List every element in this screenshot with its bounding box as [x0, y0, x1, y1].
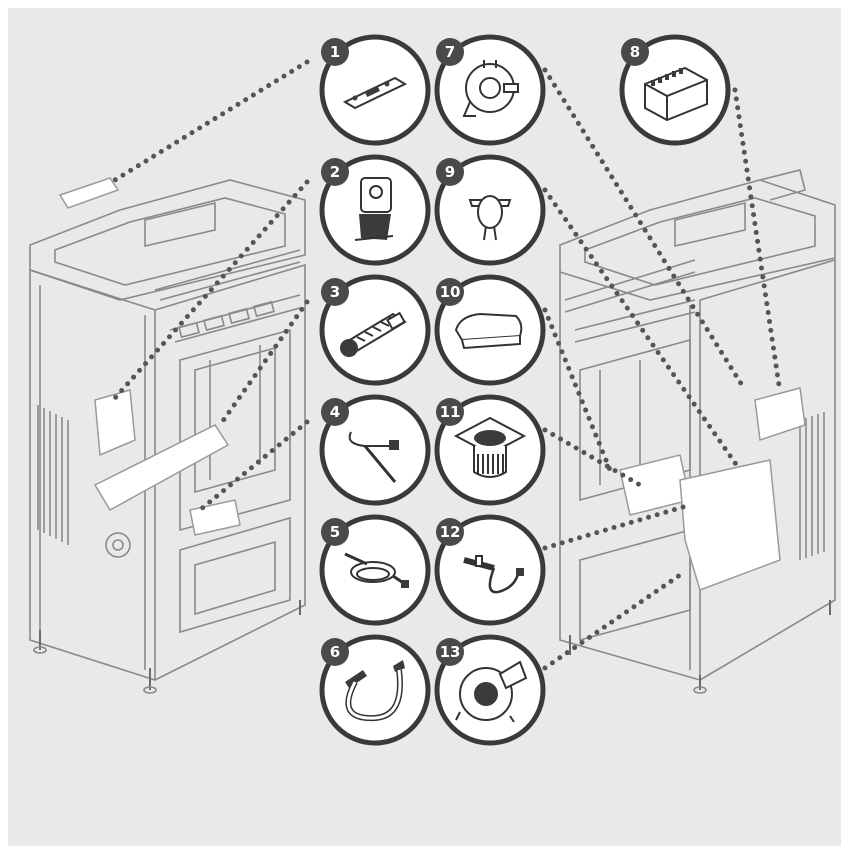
highlight-control-panel [58, 177, 120, 209]
callout-10: 10 [434, 274, 546, 386]
callout-8-badge [621, 38, 649, 66]
ribbon-cable-icon [345, 660, 405, 722]
callout-13: 13 [434, 634, 546, 746]
control-board-icon [644, 66, 708, 122]
callout-4-badge [321, 398, 349, 426]
callout-5: 5 [319, 514, 431, 626]
temperature-probe-icon [348, 431, 399, 483]
control-panel-icon [342, 76, 408, 110]
callout-6-badge [321, 638, 349, 666]
callout-2: 2 [319, 154, 431, 266]
pressure-switch-icon [462, 60, 519, 117]
callout-6: 6 [319, 634, 431, 746]
callout-10-number: 10 [440, 283, 461, 301]
exhaust-fan-icon [455, 660, 528, 723]
highlight-convection-fan [93, 424, 230, 512]
callout-7-number: 7 [445, 43, 455, 61]
callout-5-number: 5 [330, 523, 340, 541]
callout-7-badge [436, 38, 464, 66]
callout-13-number: 13 [440, 643, 461, 661]
callout-9-number: 9 [445, 163, 455, 181]
callout-3-badge [321, 278, 349, 306]
callout-9-badge [436, 158, 464, 186]
cover-plate-icon [454, 312, 523, 350]
callout-1-badge [321, 38, 349, 66]
thermostat-icon [468, 195, 512, 241]
callout-11-number: 11 [440, 403, 461, 421]
callout-7: 7 [434, 34, 546, 146]
callout-1-number: 1 [330, 43, 340, 61]
highlight-control-board [754, 387, 806, 442]
right-stove-illustration [559, 169, 836, 694]
callout-4-ring [319, 394, 431, 506]
callout-3-number: 3 [330, 283, 340, 301]
highlight-exhaust-fan [679, 459, 781, 591]
callout-12: 12 [434, 514, 546, 626]
callout-5-ring [319, 514, 431, 626]
callout-13-badge [436, 638, 464, 666]
callout-12-badge [436, 518, 464, 546]
highlight-auger-motor [94, 389, 136, 457]
callout-1: 1 [319, 34, 431, 146]
callout-2-number: 2 [330, 163, 340, 181]
callout-9: 9 [434, 154, 546, 266]
callout-8: 8 [619, 34, 731, 146]
callout-3: 3 [319, 274, 431, 386]
igniter-icon [463, 555, 524, 594]
callout-6-number: 6 [330, 643, 340, 661]
callout-10-badge [436, 278, 464, 306]
callout-4: 4 [319, 394, 431, 506]
callout-11: 11 [434, 394, 546, 506]
callout-12-number: 12 [440, 523, 461, 541]
auger-motor-icon [354, 177, 394, 241]
callout-8-number: 8 [630, 43, 640, 61]
leader-lines [112, 59, 783, 671]
callout-5-badge [321, 518, 349, 546]
convection-fan-icon [340, 311, 407, 357]
burn-pot-icon [453, 416, 527, 478]
callout-2-badge [321, 158, 349, 186]
sensor-cable-icon [344, 552, 409, 588]
callout-4-number: 4 [330, 403, 340, 421]
callout-11-badge [436, 398, 464, 426]
